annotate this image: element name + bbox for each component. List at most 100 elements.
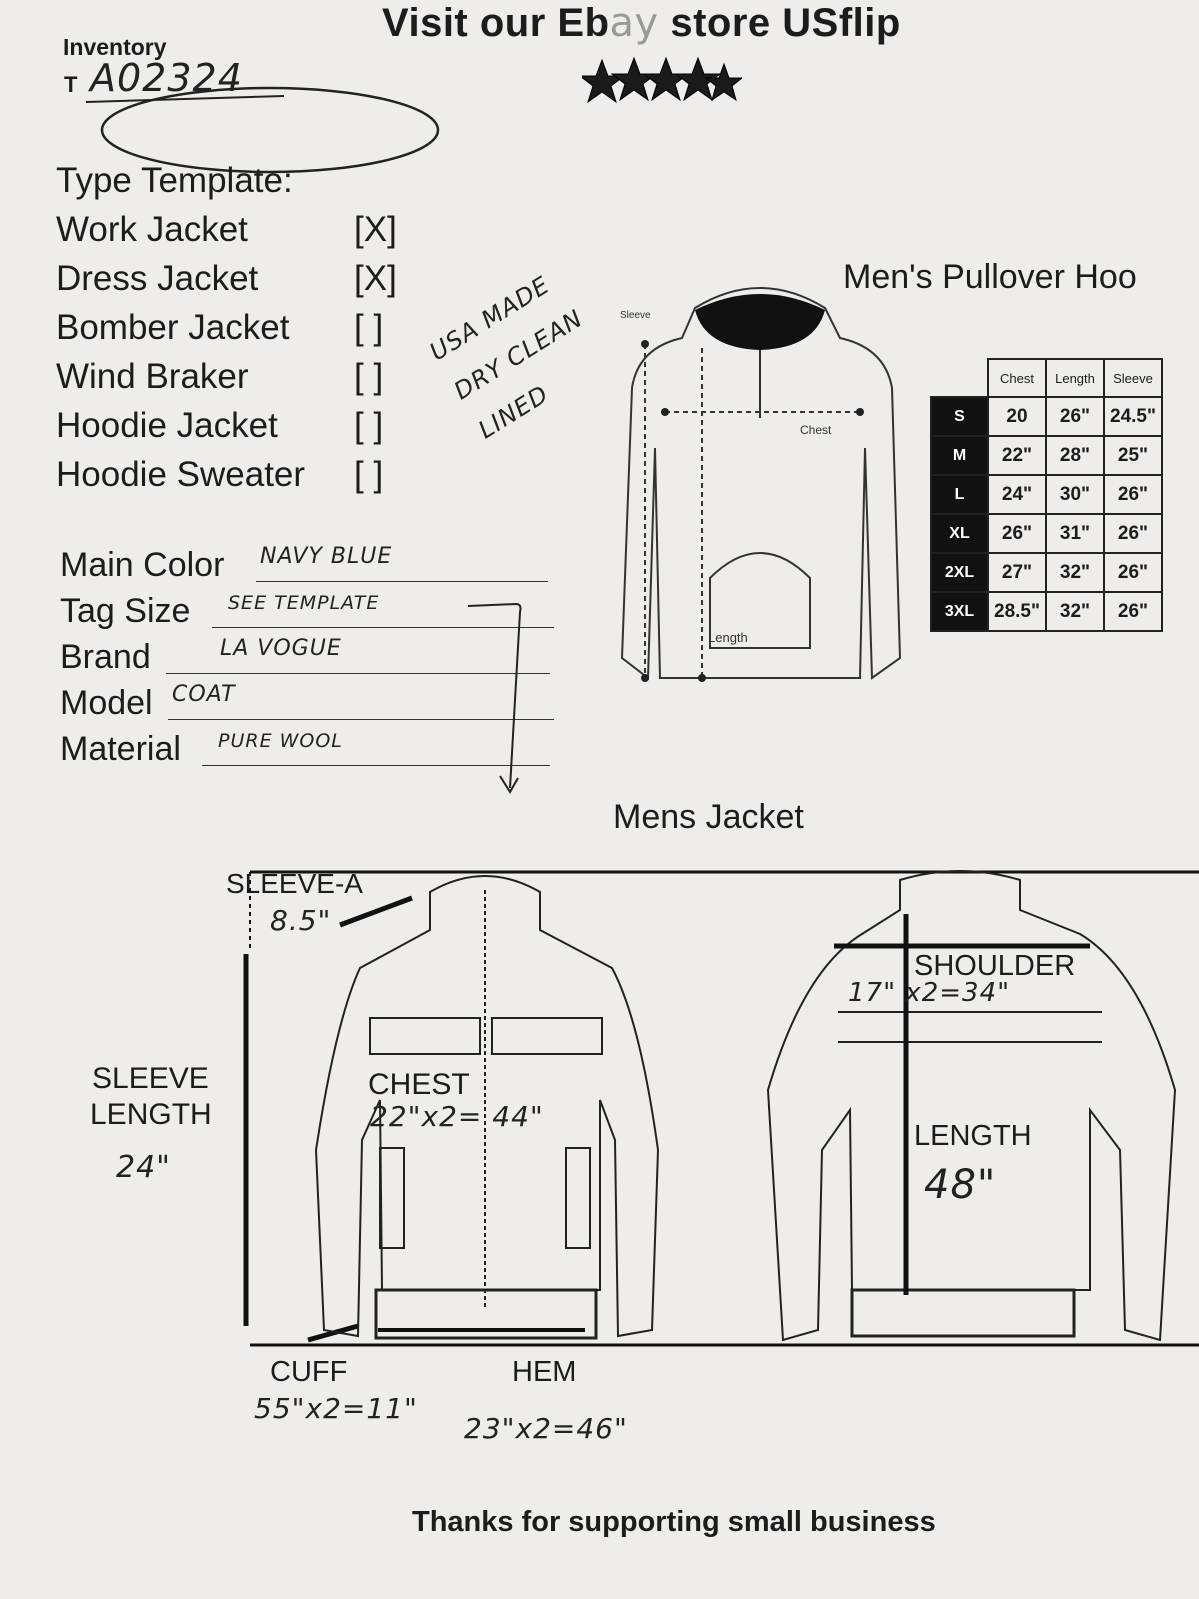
type-label: Hoodie Sweater (56, 455, 306, 494)
hem-label: HEM (512, 1356, 577, 1388)
inventory-circle (85, 86, 440, 174)
size-cell: 26" (1045, 396, 1105, 437)
checkbox-marked: [X] (354, 259, 397, 298)
hoodie-sleeve-label: Sleeve (620, 310, 651, 321)
shoulder-value: 17" x2=34" (848, 978, 1011, 1008)
sleeve-length-label-1: SLEEVE (92, 1062, 209, 1095)
type-item: Dress Jacket [X] (56, 254, 397, 303)
checkbox-empty: [ ] (354, 455, 384, 494)
size-cell: 28.5" (987, 591, 1047, 632)
checkbox-empty: [ ] (354, 308, 384, 347)
stars-logo (582, 56, 742, 104)
shoulder-label: SHOULDER (914, 950, 1076, 982)
field-value: PURE WOOL (218, 730, 343, 752)
inventory-label: Inventory (63, 34, 167, 60)
store-title: Visit our Ebay store USflip (382, 0, 901, 46)
hem-value: 23"x2=46" (464, 1412, 628, 1445)
chest-value: 22"x2= 44" (370, 1100, 544, 1133)
field-label: Model (60, 684, 153, 722)
jacket-diagram (243, 870, 1199, 1347)
size-cell: 24" (987, 474, 1047, 515)
type-item: Hoodie Sweater [ ] (56, 450, 383, 499)
type-item: Bomber Jacket [ ] (56, 303, 383, 352)
size-label: S (930, 396, 989, 437)
size-cell: 27" (987, 552, 1047, 593)
type-label: Wind Braker (56, 357, 249, 396)
field-row: Model COAT (60, 680, 554, 726)
size-cell: 26" (1103, 474, 1163, 515)
type-label: Work Jacket (56, 210, 248, 249)
size-table-header: Chest Length Sleeve (931, 358, 1163, 398)
size-label: XL (930, 513, 989, 554)
size-cell: 26" (1103, 513, 1163, 554)
hoodie-title: Men's Pullover Hoo (843, 258, 1137, 296)
size-cell: 22" (987, 435, 1047, 476)
size-label: M (930, 435, 989, 476)
field-value: LA VOGUE (220, 636, 342, 661)
type-template-heading: Type Template: (56, 161, 293, 200)
field-row: Main Color NAVY BLUE (60, 542, 548, 588)
size-label: L (930, 474, 989, 515)
hoodie-length-label: Length (708, 630, 748, 645)
size-cell: 26" (1103, 552, 1163, 593)
field-row: Brand LA VOGUE (60, 634, 550, 680)
type-label: Dress Jacket (56, 259, 259, 298)
type-label: Hoodie Jacket (56, 406, 278, 445)
hoodie-chest-label: Chest (800, 423, 832, 437)
item-fields: Main Color NAVY BLUE Tag Size SEE TEMPLATE… (60, 542, 554, 772)
size-cell: 25" (1103, 435, 1163, 476)
field-label: Main Color (60, 546, 225, 584)
cuff-value: 55"x2=11" (254, 1392, 418, 1425)
size-label: 3XL (930, 591, 989, 632)
checkbox-empty: [ ] (354, 406, 384, 445)
size-table-header-cell: Sleeve (1103, 358, 1163, 398)
size-cell: 31" (1045, 513, 1105, 554)
sleeve-a-label: SLEEVE-A (226, 868, 363, 899)
field-label: Brand (60, 638, 151, 676)
title-part-3: store USflip (658, 1, 901, 45)
sleeve-a-value: 8.5" (270, 904, 332, 937)
type-label: Bomber Jacket (56, 308, 290, 347)
footer-thanks: Thanks for supporting small business (412, 1506, 936, 1538)
hoodie-diagram: Sleeve Chest Length (620, 287, 902, 682)
type-item: Wind Braker [ ] (56, 352, 383, 401)
field-value: COAT (172, 682, 236, 707)
size-cell: 32" (1045, 591, 1105, 632)
size-cell: 26" (987, 513, 1047, 554)
field-label: Tag Size (60, 592, 191, 630)
field-value: SEE TEMPLATE (228, 592, 380, 614)
field-row: Tag Size SEE TEMPLATE (60, 588, 554, 634)
type-template: Type Template: Work Jacket [X] Dress Jack… (56, 156, 397, 499)
size-cell: 24.5" (1103, 396, 1163, 437)
type-item: Work Jacket [X] (56, 205, 397, 254)
cuff-label: CUFF (270, 1356, 348, 1388)
size-table-header-cell: Length (1045, 358, 1105, 398)
checkbox-marked: [X] (354, 210, 397, 249)
size-label: 2XL (930, 552, 989, 593)
inventory-number: A02324 (90, 56, 243, 100)
title-part-1: Visit our Eb (382, 1, 610, 45)
size-cell: 26" (1103, 591, 1163, 632)
field-value: NAVY BLUE (260, 544, 393, 569)
size-cell: 20 (987, 396, 1047, 437)
inventory-prefix: T (64, 72, 78, 97)
sleeve-length-label-2: LENGTH (90, 1098, 212, 1131)
type-item: Hoodie Jacket [ ] (56, 401, 383, 450)
size-table-header-cell: Chest (987, 358, 1047, 398)
chest-label: CHEST (368, 1068, 470, 1101)
handwritten-notes: USA MADE DRY CLEAN LINED (420, 258, 617, 452)
title-part-2: ay (609, 0, 659, 46)
size-cell: 28" (1045, 435, 1105, 476)
checkbox-empty: [ ] (354, 357, 384, 396)
jacket-title: Mens Jacket (613, 798, 804, 836)
sleeve-length-value: 24" (116, 1150, 171, 1185)
